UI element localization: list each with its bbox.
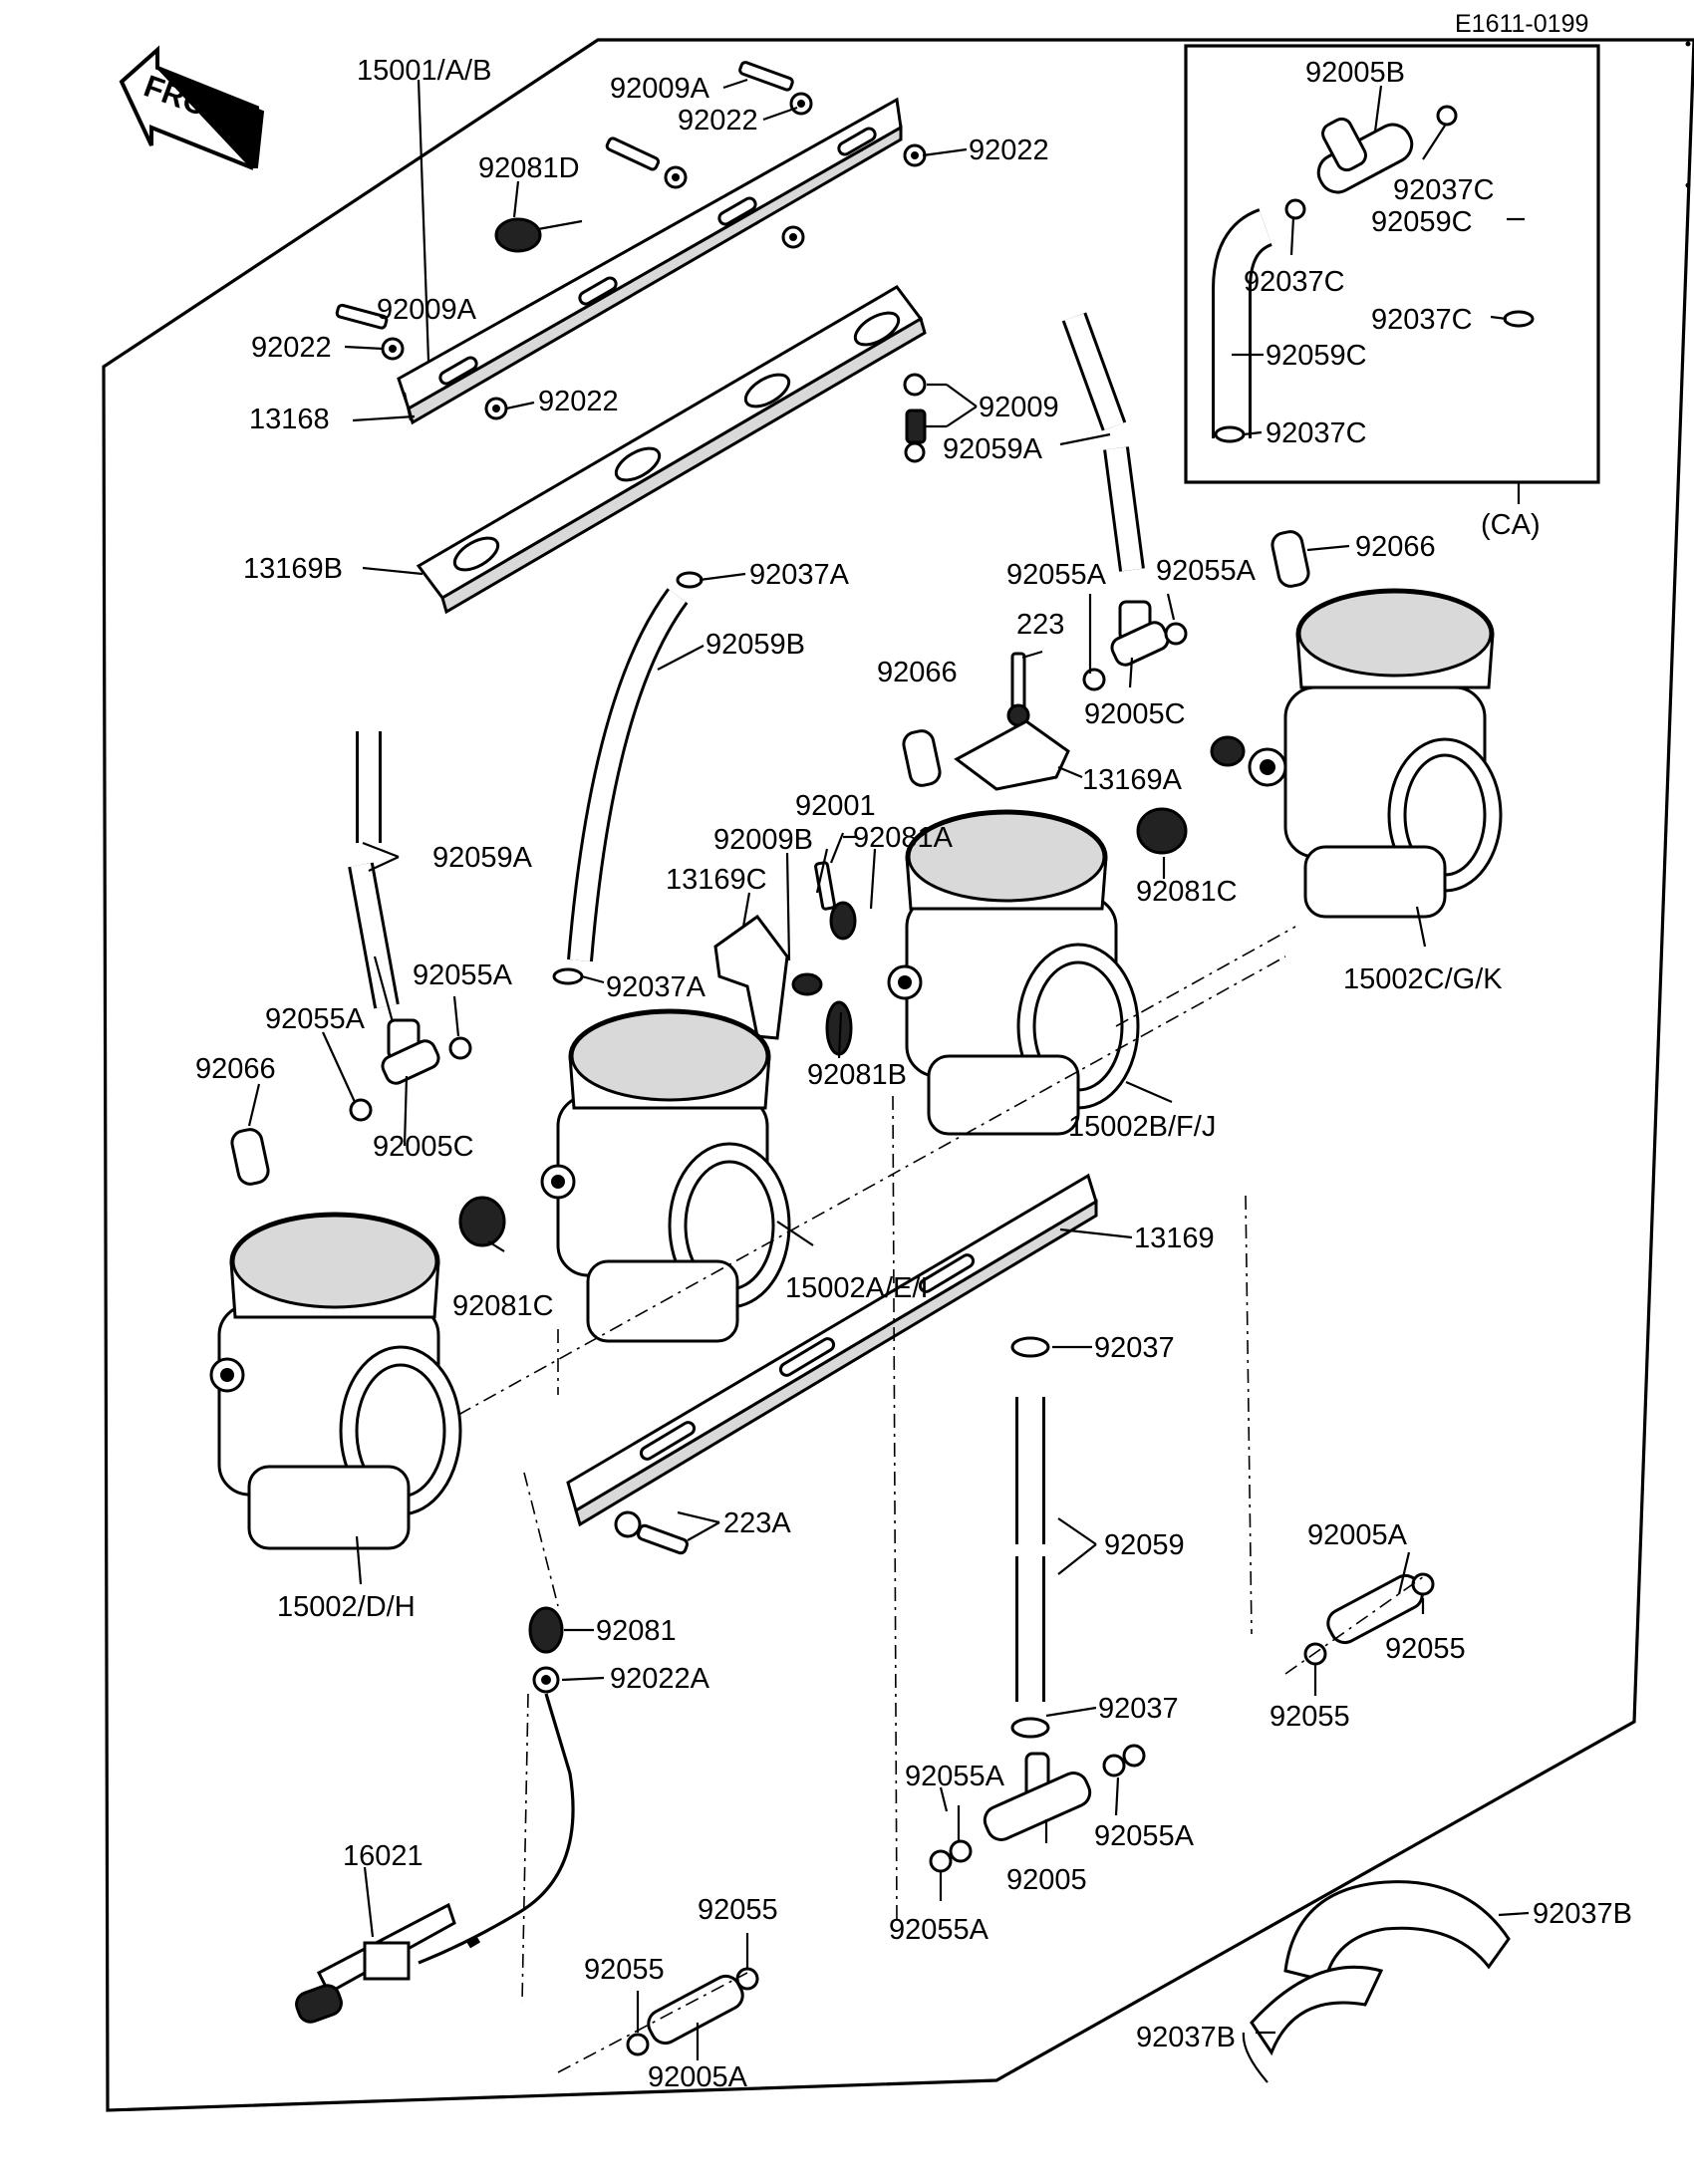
label-92055A: 92055A xyxy=(1156,555,1257,587)
label-92081C: 92081C xyxy=(452,1290,554,1322)
label-92005C: 92005C xyxy=(373,1131,474,1163)
label-16021: 16021 xyxy=(343,1840,424,1872)
label-13169A: 13169A xyxy=(1082,764,1183,796)
label-92005C: 92005C xyxy=(1084,698,1186,730)
label-92055: 92055 xyxy=(698,1894,778,1926)
carburetor-15002BFJ xyxy=(887,809,1140,1136)
label-92037A: 92037A xyxy=(749,559,850,591)
label-223A: 223A xyxy=(723,1507,791,1539)
label-92066: 92066 xyxy=(1355,531,1436,563)
label-92059: 92059 xyxy=(1104,1529,1185,1561)
label-92037A: 92037A xyxy=(606,971,706,1003)
label-13169B: 13169B xyxy=(243,553,343,585)
label-92059A: 92059A xyxy=(432,842,533,874)
label-92005B: 92005B xyxy=(1305,57,1405,89)
label-92022: 92022 xyxy=(969,135,1049,166)
lower-rail-13169 xyxy=(566,1173,1098,1527)
label-92055A: 92055A xyxy=(889,1914,989,1946)
ca-inset-label: (CA) xyxy=(1481,509,1541,541)
label-92059C: 92059C xyxy=(1371,206,1473,238)
label-92055: 92055 xyxy=(1270,1701,1350,1733)
label-92081B: 92081B xyxy=(807,1059,907,1091)
label-92081D: 92081D xyxy=(478,152,580,184)
label-92055A: 92055A xyxy=(413,959,513,991)
label-92009A: 92009A xyxy=(610,73,710,105)
choke-cable-16021 xyxy=(295,1693,575,2024)
leader-lines xyxy=(247,78,1530,2060)
label-92005: 92005 xyxy=(1006,1864,1087,1896)
label-15002BFJ: 15002B/F/J xyxy=(1068,1111,1216,1143)
label-92059B: 92059B xyxy=(706,629,805,661)
label-92055A: 92055A xyxy=(265,1003,366,1035)
scan-dot xyxy=(1685,41,1691,47)
label-92009A: 92009A xyxy=(377,294,477,326)
label-92055A: 92055A xyxy=(905,1761,1005,1792)
label-92037: 92037 xyxy=(1098,1693,1179,1725)
label-92037B: 92037B xyxy=(1533,1898,1632,1930)
label-223: 223 xyxy=(1016,609,1064,641)
label-92022: 92022 xyxy=(538,386,619,417)
label-13169: 13169 xyxy=(1134,1223,1215,1254)
main-frame xyxy=(102,38,1694,2112)
label-92037B: 92037B xyxy=(1136,2022,1236,2053)
label-13168: 13168 xyxy=(249,404,330,435)
label-92037C: 92037C xyxy=(1371,304,1473,336)
carburetor-15002DH xyxy=(209,1212,462,1550)
small-fasteners xyxy=(335,61,927,463)
label-92081C: 92081C xyxy=(1136,876,1238,908)
part-labels: 15001/A/B 92009A 92022 92022 92081D 9200… xyxy=(195,55,1632,2093)
carburetor-15002AEI xyxy=(540,1008,791,1343)
carburetor-15002CGK xyxy=(1248,588,1503,919)
label-92022A: 92022A xyxy=(610,1663,710,1695)
label-15002AEI: 15002A/E/I xyxy=(785,1272,929,1304)
label-92066: 92066 xyxy=(877,657,958,688)
centerlines xyxy=(457,926,1428,2073)
ca-inset-box xyxy=(1184,44,1600,484)
fittings xyxy=(349,571,1435,2056)
diagram-code: E1611-0199 xyxy=(1455,10,1588,38)
label-15002CGK: 15002C/G/K xyxy=(1343,963,1503,995)
hoses xyxy=(230,312,1310,1702)
label-92005A: 92005A xyxy=(1307,1519,1408,1551)
label-92055A: 92055A xyxy=(1006,559,1107,591)
label-92037C: 92037C xyxy=(1244,266,1345,298)
label-92066: 92066 xyxy=(195,1053,276,1085)
label-92009B: 92009B xyxy=(713,824,813,856)
bands-92037B xyxy=(1242,1880,1511,2083)
label-92081A: 92081A xyxy=(853,822,954,854)
label-92059C: 92059C xyxy=(1266,340,1367,372)
label-92055: 92055 xyxy=(1385,1633,1466,1665)
label-92001: 92001 xyxy=(795,790,876,822)
label-92005A: 92005A xyxy=(648,2061,748,2093)
inset-parts xyxy=(1212,72,1542,443)
label-15002DH: 15002/D/H xyxy=(277,1591,416,1623)
label-92081: 92081 xyxy=(596,1615,677,1647)
label-13169C: 13169C xyxy=(666,864,767,896)
label-92022: 92022 xyxy=(251,332,332,364)
label-15001: 15001/A/B xyxy=(357,55,491,87)
label-92037: 92037 xyxy=(1094,1332,1175,1364)
label-92059A: 92059A xyxy=(943,433,1043,465)
label-92022: 92022 xyxy=(678,105,758,136)
front-arrow-icon: FRONT xyxy=(119,45,265,170)
label-92037C: 92037C xyxy=(1393,174,1495,206)
upper-bracket-15001 xyxy=(397,97,903,425)
label-92009: 92009 xyxy=(979,392,1059,423)
label-92055A: 92055A xyxy=(1094,1820,1195,1852)
lower-bracket-13169B xyxy=(416,285,927,615)
label-92037C: 92037C xyxy=(1266,417,1367,449)
label-92055: 92055 xyxy=(584,1954,665,1986)
